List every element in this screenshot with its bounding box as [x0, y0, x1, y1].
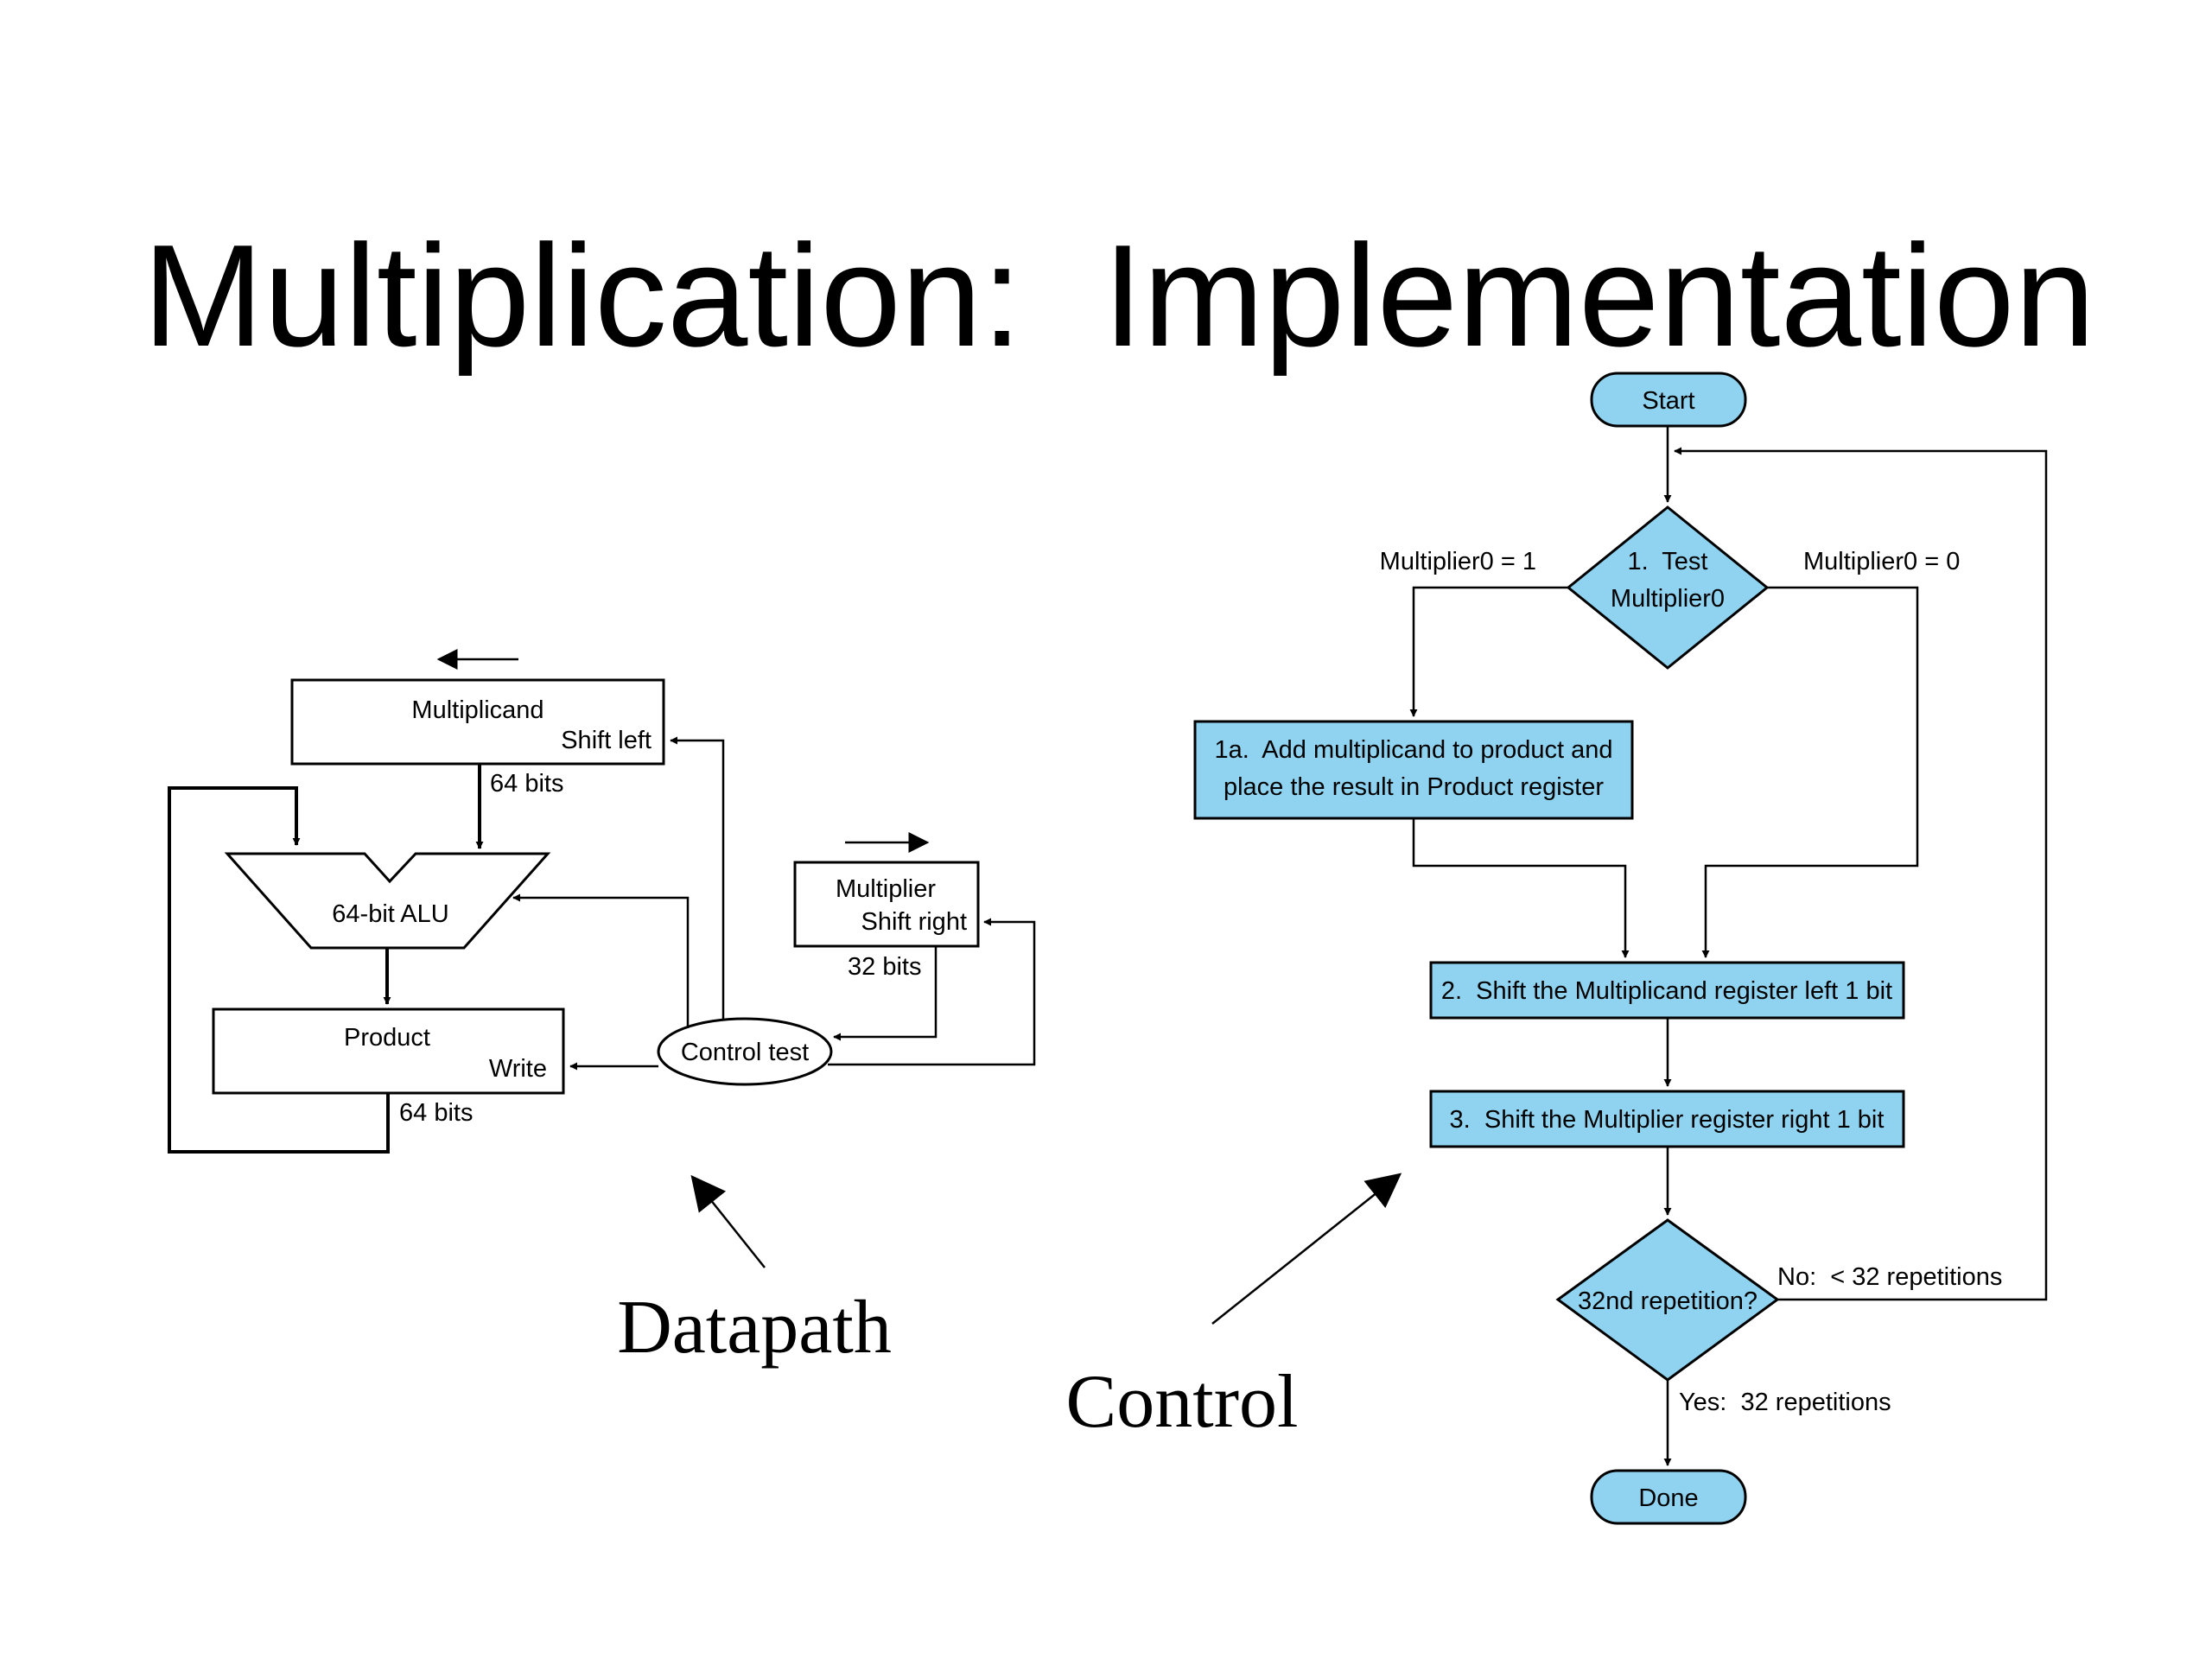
control-caption: Control [1066, 1360, 1299, 1444]
product-label: Product [344, 1024, 430, 1052]
branch-one-connector [1409, 586, 1568, 717]
step-3-label: 3. Shift the Multiplier register right 1… [1450, 1106, 1885, 1134]
control-flowchart: Start 1. Test Multiplier0 Multiplier0 = … [1193, 372, 2048, 1525]
multiplier-label: Multiplier [836, 875, 936, 903]
alu-shape [224, 852, 551, 950]
control-to-multiplier-wire [828, 918, 1036, 1066]
product-feedback-wire [168, 786, 390, 1154]
slide-title: Multiplication: Implementation [143, 214, 2095, 377]
control-test-ellipse [657, 1017, 833, 1086]
multiplicand-width-label: 64 bits [490, 770, 563, 798]
control-test-label: Control test [681, 1039, 809, 1066]
multiplier-width-label: 32 bits [848, 953, 921, 981]
multiplier-register [793, 861, 980, 948]
product-width-label: 64 bits [399, 1099, 473, 1127]
done-label: Done [1638, 1484, 1698, 1512]
step-1a-line2: place the result in Product register [1224, 773, 1604, 801]
branch-zero-label: Multiplier0 = 0 [1803, 548, 1960, 575]
yes-branch-label: Yes: 32 repetitions [1679, 1389, 1891, 1416]
test-line2: Multiplier0 [1611, 585, 1725, 613]
test-multiplier0-diamond [1566, 505, 1770, 670]
loop-back-connector [1674, 447, 2048, 1301]
datapath-pointer-arrow [690, 1174, 766, 1268]
no-branch-label: No: < 32 repetitions [1777, 1263, 2002, 1291]
multiplicand-shift-label: Shift left [561, 727, 652, 754]
branch-zero-connector [1701, 586, 1919, 958]
control-pointer-arrow [1211, 1173, 1402, 1325]
product-write-label: Write [489, 1055, 547, 1083]
multiplier-shift-label: Shift right [861, 908, 968, 936]
multiplier-to-control-wire [833, 946, 938, 1041]
multiplicand-label: Multiplicand [411, 696, 543, 724]
multiplicand-register [290, 678, 665, 766]
step-2-label: 2. Shift the Multiplicand register left … [1441, 977, 1892, 1005]
step-1a-to-step-2-connector [1412, 818, 1630, 958]
datapath-diagram: Multiplicand Shift left 64 bits 64-bit A… [168, 649, 1036, 1154]
branch-one-label: Multiplier0 = 1 [1380, 548, 1536, 575]
done-terminal [1590, 1469, 1747, 1525]
control-to-alu-wire [512, 893, 690, 1028]
step-1a-line1: 1a. Add multiplicand to product and [1214, 736, 1612, 764]
repetition-label: 32nd repetition? [1578, 1287, 1758, 1315]
product-register [212, 1007, 565, 1095]
control-to-multiplicand-wire [670, 736, 725, 1020]
datapath-caption: Datapath [617, 1286, 892, 1370]
test-line1: 1. Test [1628, 548, 1708, 575]
alu-label: 64-bit ALU [332, 900, 448, 928]
start-label: Start [1642, 387, 1694, 415]
